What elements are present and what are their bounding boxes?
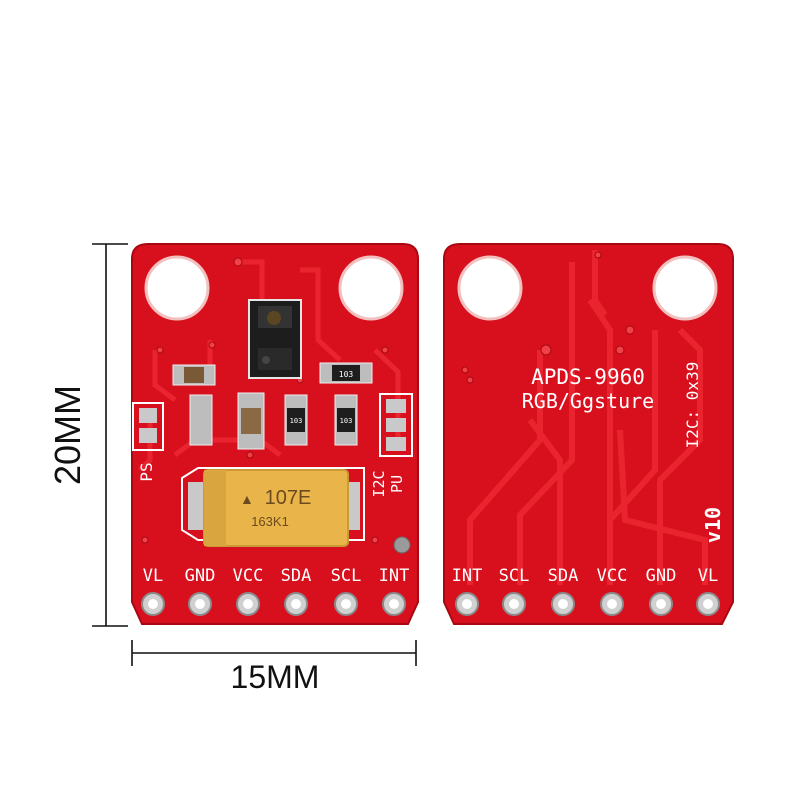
mounting-hole <box>457 255 523 321</box>
pin-label: VCC <box>597 566 628 586</box>
ps-jumper <box>132 402 164 451</box>
apds-sensor-chip <box>248 299 302 379</box>
resistor-code: 103 <box>290 417 303 425</box>
board-version: v10 <box>701 507 725 543</box>
i2c-address: I2C: 0x39 <box>683 362 702 449</box>
height-dimension: 20MM <box>47 243 128 627</box>
smd-components: 103 103 103 <box>172 362 373 450</box>
back-pin-labels: INT SCL SDA VCC GND VL <box>452 566 719 586</box>
pin-label: SDA <box>548 566 579 586</box>
pin-label: GND <box>185 566 216 586</box>
capacitor-polarity-mark: ▲ <box>240 491 254 507</box>
pin-label: INT <box>379 566 410 586</box>
back-board: APDS-9960 RGB/Ggsture I2C: 0x39 v10 INT … <box>443 243 734 625</box>
height-label: 20MM <box>47 385 88 485</box>
mounting-hole <box>144 255 210 321</box>
pin-label: VL <box>143 566 163 586</box>
pin-label: GND <box>646 566 677 586</box>
resistor-code: 103 <box>339 370 354 379</box>
capacitor-marking-1: 107E <box>265 487 312 509</box>
pin-label: VL <box>698 566 718 586</box>
front-pin-holes <box>141 592 406 616</box>
mounting-hole <box>338 255 404 321</box>
pin-label: VCC <box>233 566 264 586</box>
resistor-code: 103 <box>340 417 353 425</box>
pin-label: SDA <box>281 566 312 586</box>
i2c-pullup-jumper <box>379 393 413 457</box>
back-pin-holes <box>455 592 720 616</box>
pu-label: PU <box>388 475 406 493</box>
ps-label: PS <box>137 462 156 481</box>
pin-label: INT <box>452 566 483 586</box>
pin-label: SCL <box>499 566 530 586</box>
board-subtitle: RGB/Ggsture <box>522 389 654 413</box>
tantalum-capacitor: ▲ 107E 163K1 <box>181 467 365 547</box>
pin-label: SCL <box>331 566 362 586</box>
front-pin-labels: VL GND VCC SDA SCL INT <box>143 566 410 586</box>
i2c-label: I2C <box>370 470 388 497</box>
board-title: APDS-9960 <box>531 365 645 389</box>
front-board: 103 103 103 PS I2C PU <box>131 243 419 625</box>
width-dimension: 15MM <box>131 640 417 695</box>
capacitor-marking-2: 163K1 <box>251 514 289 529</box>
width-label: 15MM <box>231 659 320 695</box>
mounting-hole <box>652 255 718 321</box>
